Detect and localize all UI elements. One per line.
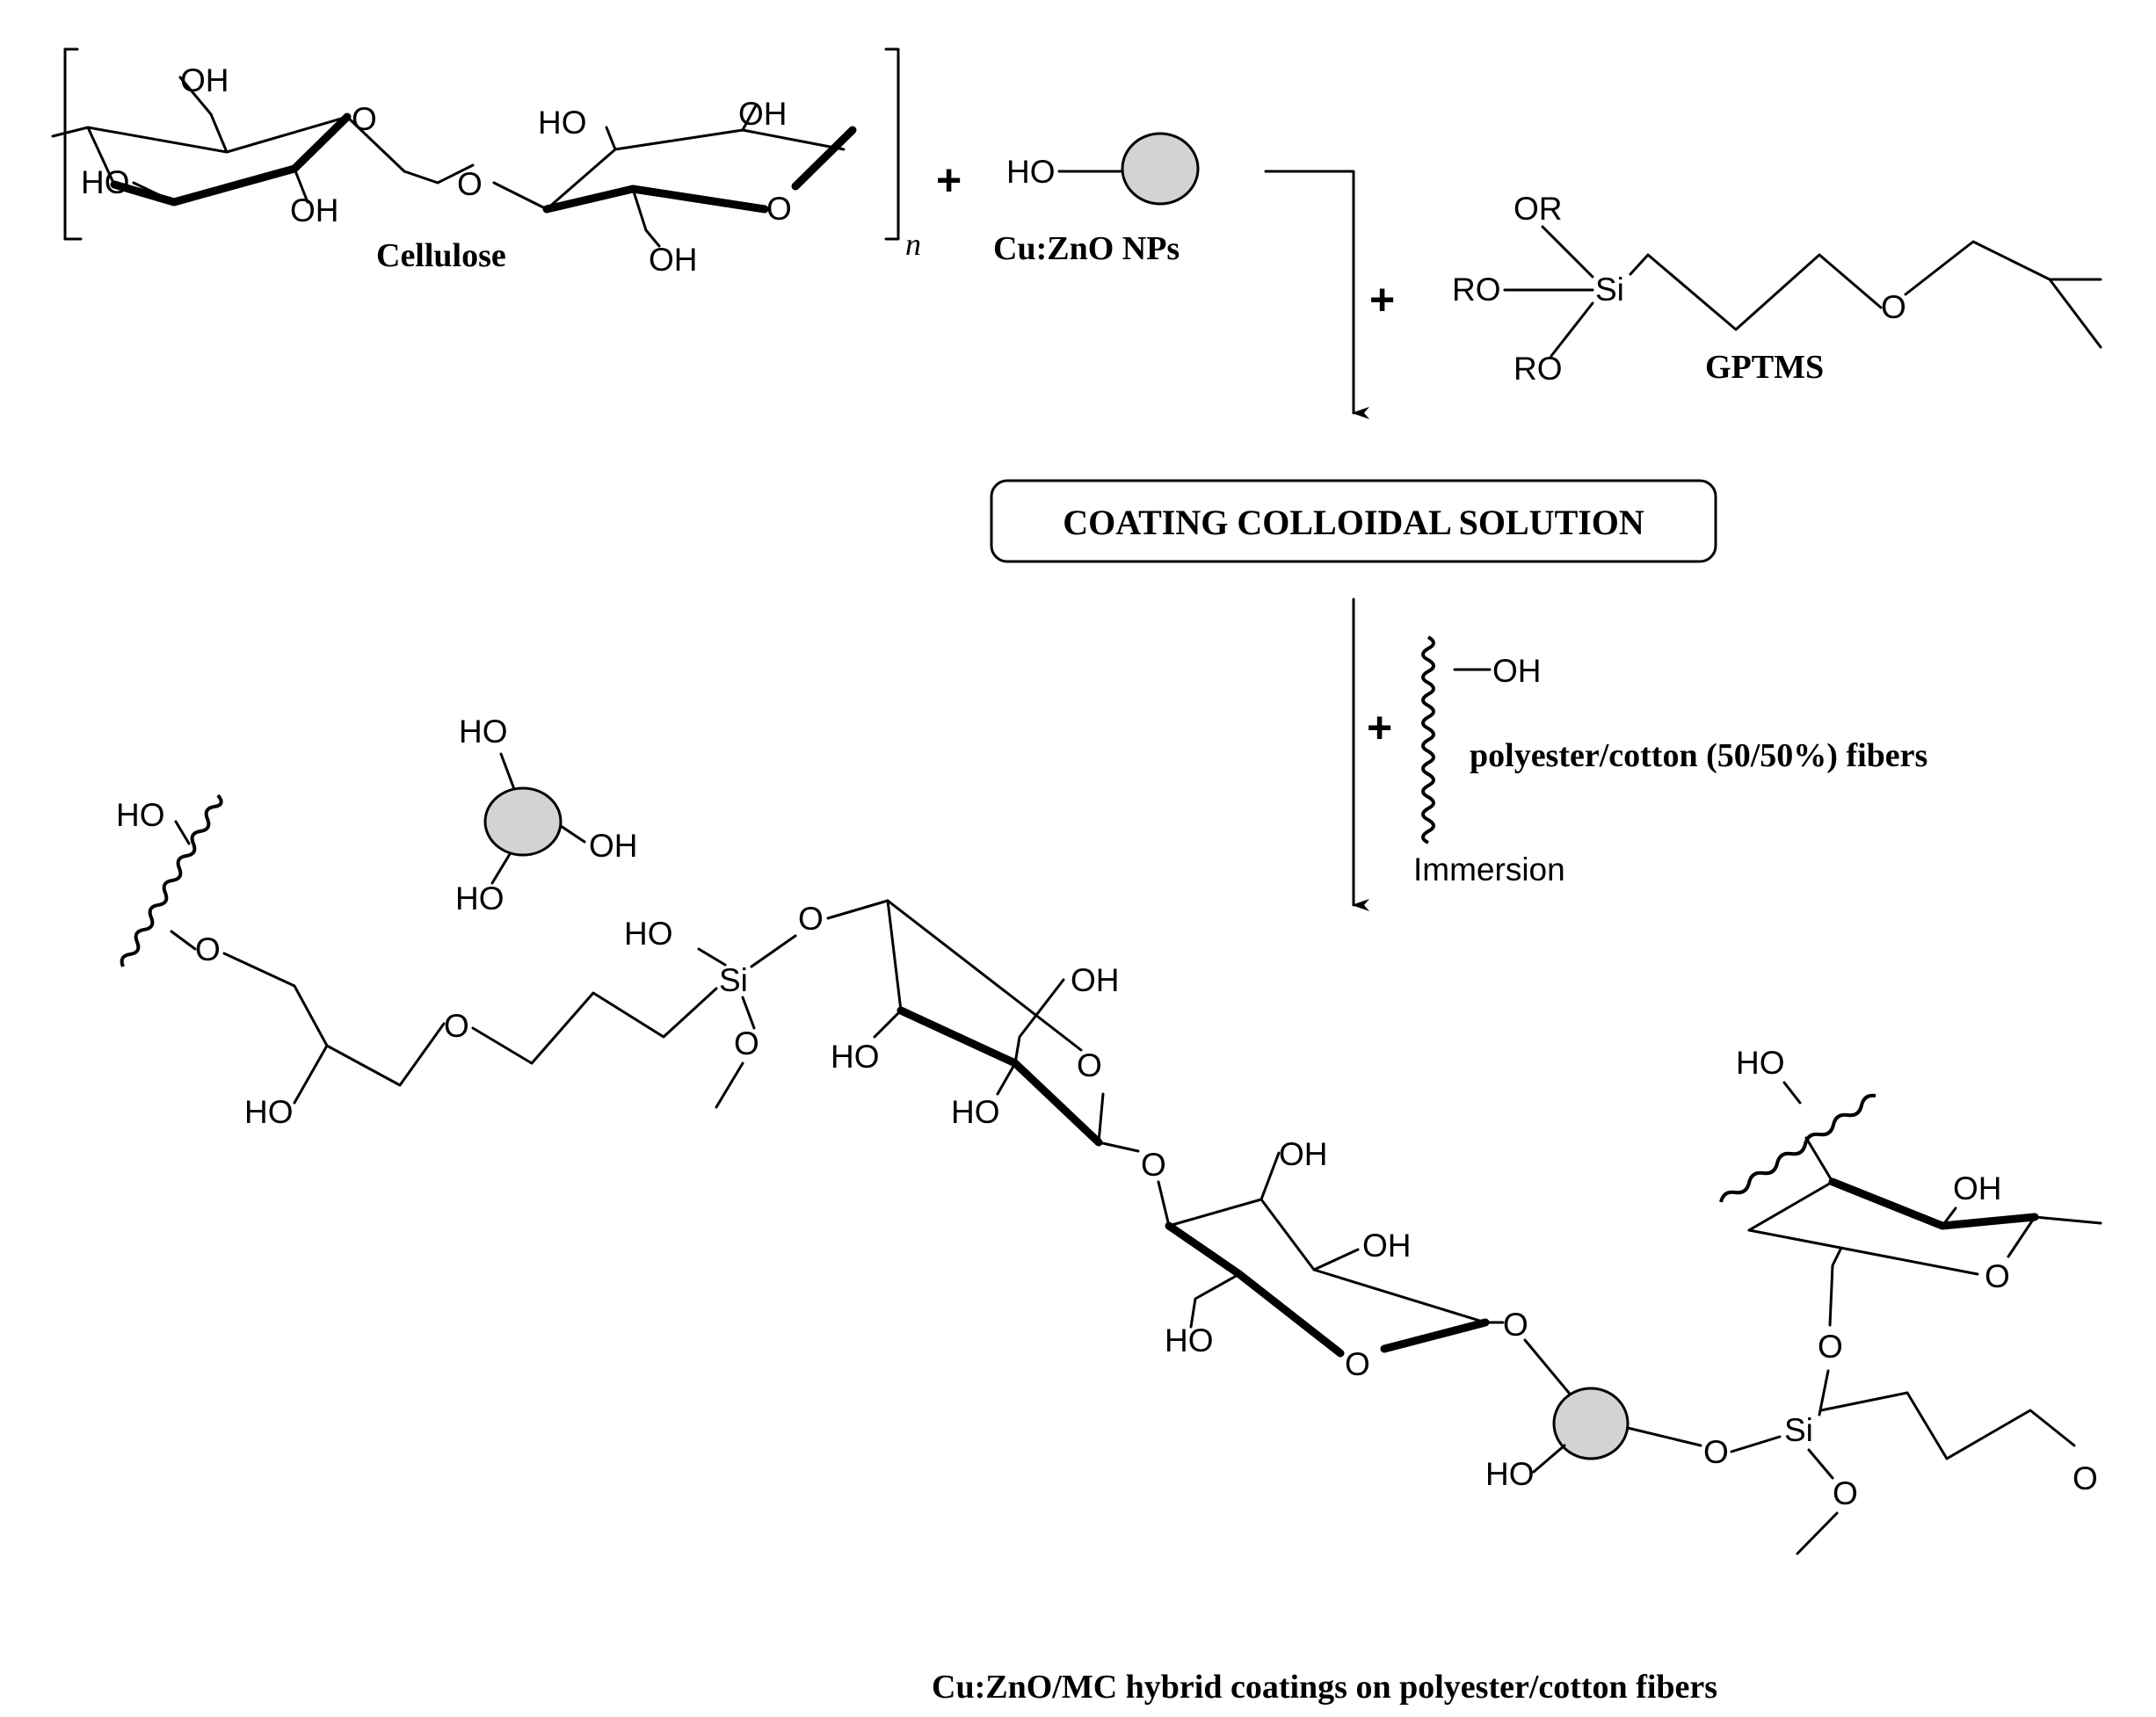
left-si-ho: HO <box>624 916 673 952</box>
right-ring-oxygen: O <box>1985 1258 2010 1294</box>
gptms-label: GPTMS <box>1705 349 1824 386</box>
free-np-ho-top: HO <box>459 714 508 750</box>
np-ho: HO <box>1006 154 1056 190</box>
linker-ho: HO <box>244 1094 294 1130</box>
left-bracket <box>63 47 83 241</box>
right-ether-o: O <box>2073 1460 2098 1496</box>
left-si: Si <box>719 962 748 998</box>
ringB-oh-1: OH <box>1279 1136 1328 1172</box>
ring1-ch2oh: OH <box>180 62 229 98</box>
right-fiber-ho: HO <box>1736 1045 1785 1081</box>
free-nanoparticle <box>483 786 563 857</box>
immersion-label: Immersion <box>1413 851 1565 887</box>
gptms-or: OR <box>1514 191 1563 227</box>
right-si: Si <box>1784 1412 1813 1448</box>
product-label: Cu:ZnO/MC hybrid coatings on polyester/c… <box>932 1669 1717 1706</box>
gptms-ro-left: RO <box>1452 272 1501 308</box>
plus-sign-1: + <box>936 156 962 205</box>
ringA-oxygen: O <box>1077 1047 1102 1083</box>
fiber-reagent: OH polyester/cotton (50/50%) fibers Imme… <box>1413 635 1927 887</box>
glycosidic-oxygen: O <box>457 166 483 202</box>
gptms-structure: OR RO RO Si O GPTMS <box>1452 191 2102 387</box>
arrow-1 <box>1264 170 1369 419</box>
np-label: Cu:ZnO NPs <box>993 230 1180 267</box>
ringA-ho-1: HO <box>831 1039 880 1075</box>
right-si-ome: O <box>1833 1475 1858 1511</box>
nanoparticle <box>1121 132 1200 206</box>
ring2-oxygen: O <box>766 191 792 227</box>
bound-nanoparticle <box>1552 1387 1630 1460</box>
right-fiber <box>1719 1093 1877 1203</box>
plus-sign-3: + <box>1367 703 1392 752</box>
gptms-ro-bottom: RO <box>1514 351 1563 387</box>
repeat-n-label: n <box>905 227 921 262</box>
left-fiber <box>120 793 223 967</box>
free-np-ho-bottom: HO <box>455 880 505 916</box>
ring1-c2-oh: OH <box>290 192 339 228</box>
left-si-o-cellulose: O <box>798 901 824 937</box>
ringB-ch2oh: HO <box>1165 1322 1214 1358</box>
cu-zno-nanoparticle: HO Cu:ZnO NPs <box>993 132 1200 267</box>
colloidal-solution-label: COATING COLLOIDAL SOLUTION <box>1063 503 1644 542</box>
plus-sign-2: + <box>1369 275 1395 324</box>
left-si-ome: O <box>734 1025 759 1061</box>
bound-np-o: O <box>1703 1434 1729 1470</box>
free-np-oh: OH <box>589 828 638 864</box>
ringB-oh-2: OH <box>1362 1228 1412 1264</box>
linker-ether-o: O <box>444 1008 469 1044</box>
gptms-si: Si <box>1595 272 1624 308</box>
ring2-ch2oh: OH <box>649 242 698 278</box>
ringA-ho-2: HO <box>951 1094 1000 1130</box>
ring2-c3-ho: HO <box>538 105 587 141</box>
left-fiber-o: O <box>195 931 221 967</box>
ringA-glycosidic-o: O <box>1141 1147 1166 1183</box>
colloidal-solution-box: COATING COLLOIDAL SOLUTION <box>990 479 1717 563</box>
left-fiber-ho: HO <box>116 797 165 833</box>
cellulose-label: Cellulose <box>376 237 506 274</box>
right-si-o-top: O <box>1818 1329 1843 1365</box>
ringB-o-np: O <box>1503 1307 1528 1343</box>
fiber-label: polyester/cotton (50/50%) fibers <box>1470 737 1927 774</box>
ringA-ch2oh: OH <box>1071 962 1120 998</box>
ring1-oxygen: O <box>352 101 377 137</box>
product-structure: HO OH HO HO O HO O Si HO O O OH O <box>116 714 2102 1555</box>
ring1-c3-ho: HO <box>81 164 130 200</box>
fiber-oh: OH <box>1492 653 1542 689</box>
cellulose-structure: n O OH HO OH O HO OH O OH Cellulose <box>51 47 921 278</box>
ringB-oxygen: O <box>1345 1346 1370 1382</box>
gptms-ether-o: O <box>1881 289 1906 325</box>
right-ring-oh: OH <box>1953 1170 2002 1206</box>
ring2-c2-oh: OH <box>738 96 788 132</box>
bound-np-ho: HO <box>1485 1456 1535 1492</box>
right-bracket <box>884 47 900 241</box>
